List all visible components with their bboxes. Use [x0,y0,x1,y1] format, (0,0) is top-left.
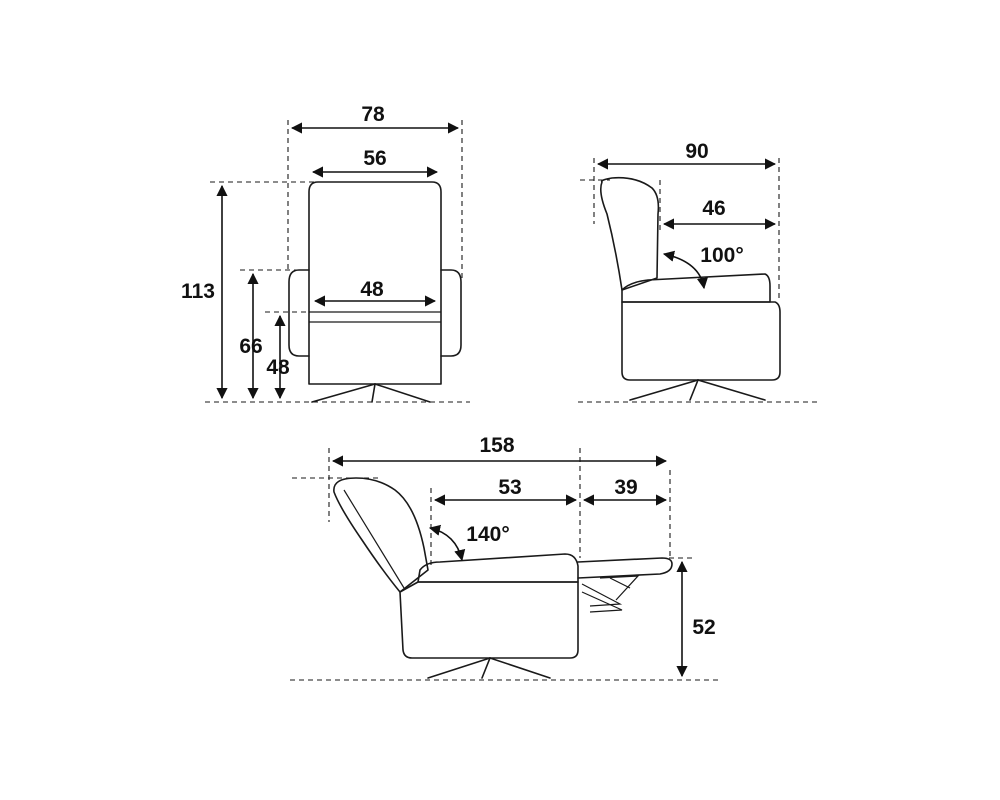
dim-back-width: 56 [363,147,386,170]
reclined-dimension-arrows [331,455,688,678]
dim-footrest-height: 52 [692,616,715,639]
reclined-chair-outline [333,477,673,679]
side-extension-lines [578,158,820,403]
front-extension-lines [205,120,470,403]
front-view: 78 56 48 113 66 48 [181,103,470,403]
dim-seat-height: 48 [266,356,290,379]
dim-overall-width: 78 [361,103,385,126]
side-dimension-arrows [596,158,777,290]
front-chair-outline [288,181,462,403]
dim-body-length: 53 [498,476,521,499]
front-dimension-arrows [216,122,460,400]
dim-total-length: 158 [479,434,514,457]
dim-seat-width: 48 [360,278,384,301]
dim-total-height: 113 [181,280,215,303]
dim-footrest-length: 39 [614,476,637,499]
dim-reclined-angle: 140° [466,523,509,546]
reclined-view: 158 53 39 140° 52 [290,434,720,681]
side-chair-outline [600,176,781,401]
dim-side-seat-depth: 46 [702,197,725,220]
dim-side-depth: 90 [685,140,708,163]
dim-side-back-angle: 100° [700,244,743,267]
dim-armrest-height: 66 [239,335,262,358]
side-view: 90 46 100° [578,140,820,403]
